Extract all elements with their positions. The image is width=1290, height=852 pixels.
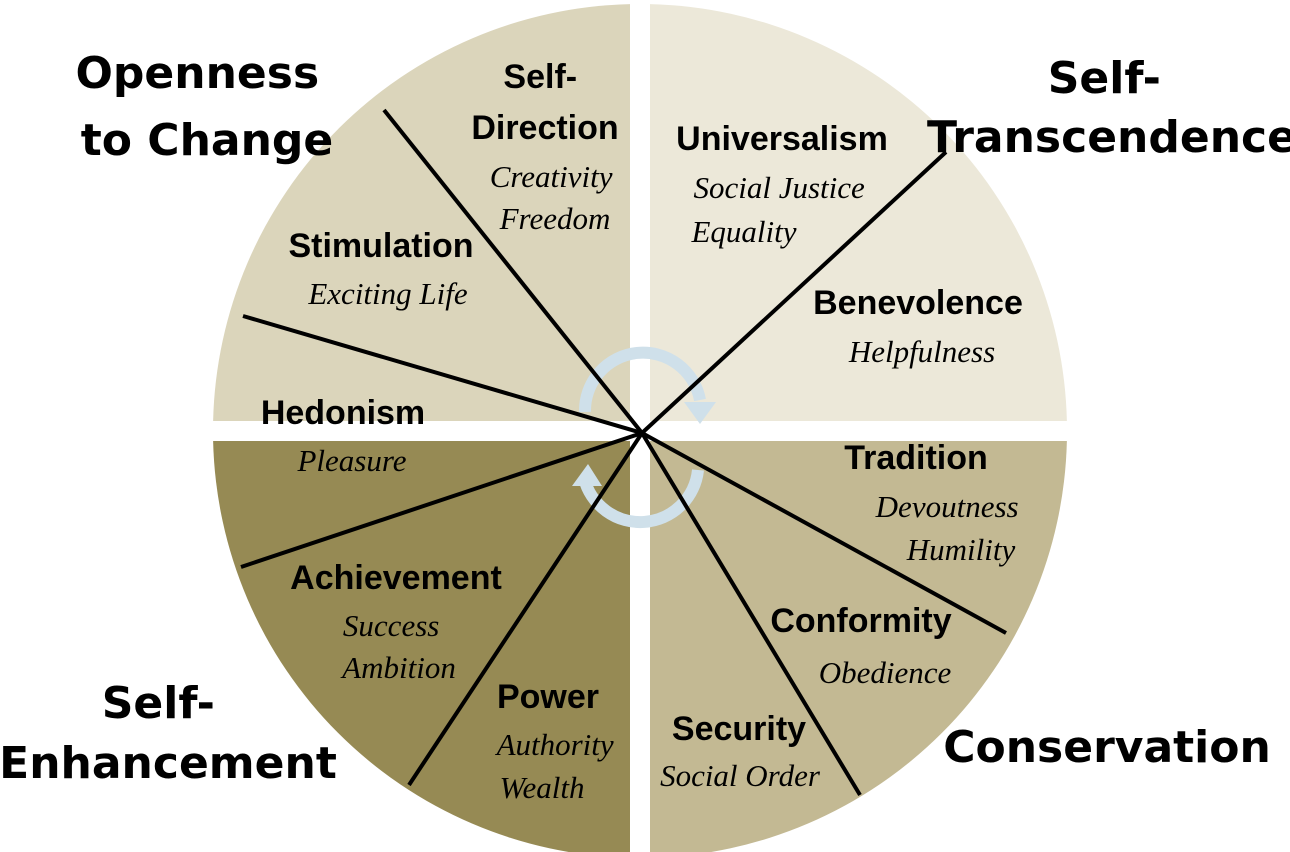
value-benevolence-name: Benevolence (813, 284, 1023, 322)
quadrant-label-openness: Openness to Change (76, 48, 335, 166)
divider-line-5 (640, 431, 862, 797)
divider-line-2 (242, 314, 643, 435)
value-self-direction-desc: Creativity Freedom (490, 159, 621, 236)
divider-line-6 (641, 431, 1007, 635)
quadrant-label-self-transcendence: Self- Transcendence (927, 53, 1290, 163)
value-power-desc: Authority Wealth (495, 727, 622, 805)
quadrant-label-self-enhancement: Self- Enhancement (0, 678, 337, 789)
value-power-name: Power (497, 678, 599, 716)
self-enhancement-quadrant (213, 441, 630, 852)
divider-line-1 (382, 108, 644, 435)
divider-line-4 (407, 431, 644, 787)
value-universalism-name: Universalism (676, 120, 888, 158)
cycle-arrow-bottom-head (572, 464, 602, 486)
divider-line-3 (240, 431, 643, 569)
value-conformity-name: Conformity (770, 602, 951, 640)
value-security-desc: Social Order (660, 758, 821, 793)
cycle-arrow-top (578, 346, 706, 413)
divider-line-7 (640, 150, 948, 435)
cycle-arrow-top-head (684, 402, 716, 424)
cycle-arrow-bottom (578, 469, 704, 529)
value-tradition-desc: Devoutness Humility (875, 489, 1027, 567)
value-divider-lines (240, 108, 1007, 797)
value-hedonism-desc: Pleasure (296, 443, 406, 478)
self-transcendence-quadrant (650, 4, 1067, 421)
value-security-name: Security (672, 710, 806, 748)
value-conformity-desc: Obedience (819, 655, 952, 690)
value-self-direction-name: Self- Direction (471, 58, 618, 147)
openness-quadrant (213, 4, 630, 421)
value-stimulation-desc: Exciting Life (307, 276, 468, 311)
conservation-quadrant (650, 441, 1067, 852)
value-tradition-name: Tradition (844, 439, 988, 477)
cycle-arrows-icon (572, 346, 716, 529)
value-hedonism-name: Hedonism (261, 394, 425, 432)
quadrant-label-conservation: Conservation (943, 722, 1271, 773)
value-stimulation-name: Stimulation (288, 227, 473, 265)
value-universalism-desc: Social Justice Equality (690, 170, 872, 249)
value-achievement-name: Achievement (290, 559, 502, 597)
value-benevolence-desc: Helpfulness (848, 334, 995, 369)
value-achievement-desc: Success Ambition (340, 608, 456, 685)
